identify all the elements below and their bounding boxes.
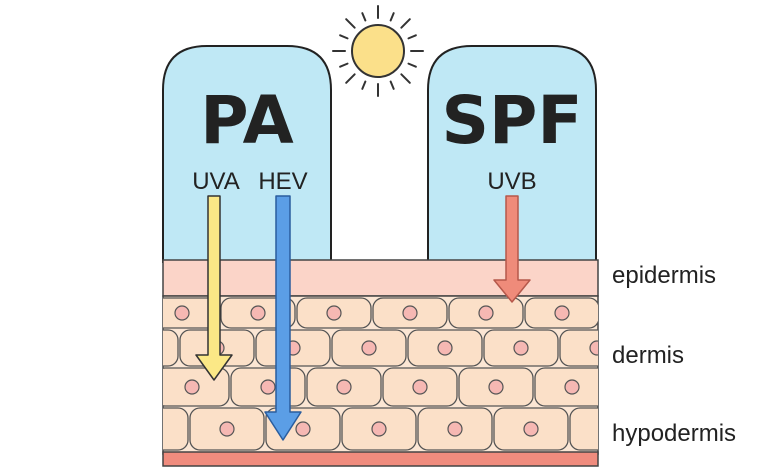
cell-nucleus bbox=[295, 421, 311, 437]
cell-nucleus bbox=[513, 340, 529, 356]
sun-ray bbox=[400, 73, 411, 84]
uvb-label: UVB bbox=[487, 168, 536, 195]
sun-ray bbox=[345, 73, 356, 84]
cell-nucleus bbox=[144, 422, 158, 436]
cell-nucleus bbox=[523, 421, 539, 437]
skin-cell bbox=[69, 298, 143, 328]
cell-nucleus bbox=[336, 379, 352, 395]
skin-cell bbox=[79, 368, 153, 406]
cell-nucleus bbox=[99, 306, 113, 320]
epidermis-layer bbox=[162, 259, 599, 297]
hypodermis-label: hypodermis bbox=[612, 420, 736, 447]
epidermis-label: epidermis bbox=[612, 262, 716, 289]
pa-title: PA bbox=[200, 82, 293, 159]
cell-nucleus bbox=[371, 421, 387, 437]
sun-ray bbox=[339, 34, 349, 40]
cell-nucleus bbox=[631, 306, 645, 320]
spf-panel bbox=[427, 45, 597, 263]
sun-ray bbox=[345, 18, 356, 29]
skin-layers bbox=[69, 259, 685, 467]
skin-cell bbox=[559, 329, 598, 367]
cell-nucleus bbox=[134, 341, 148, 355]
skin-cell bbox=[569, 407, 598, 451]
uva-arrow bbox=[195, 195, 233, 381]
uvb-arrow bbox=[493, 195, 531, 303]
cell-nucleus bbox=[260, 379, 276, 395]
dermis-label: dermis bbox=[612, 342, 684, 369]
cell-nucleus bbox=[554, 305, 570, 321]
cell-nucleus bbox=[564, 379, 580, 395]
sun-ray bbox=[389, 12, 395, 22]
cell-nucleus bbox=[174, 305, 190, 321]
cell-nucleus bbox=[589, 340, 598, 356]
sun-icon bbox=[332, 5, 424, 97]
cell-nucleus bbox=[412, 379, 428, 395]
sun-ray bbox=[361, 12, 367, 22]
cell-nucleus bbox=[109, 380, 123, 394]
cell-nucleus bbox=[250, 305, 266, 321]
hev-label: HEV bbox=[258, 168, 307, 195]
skin-cell bbox=[163, 329, 179, 367]
sun-ray bbox=[389, 80, 395, 90]
cell-nucleus bbox=[488, 379, 504, 395]
cell-nucleus bbox=[219, 421, 235, 437]
cell-nucleus bbox=[478, 305, 494, 321]
cell-nucleus bbox=[326, 305, 342, 321]
skin-cell bbox=[611, 368, 685, 406]
uva-label: UVA bbox=[192, 168, 240, 195]
base-strip bbox=[162, 451, 599, 467]
cell-nucleus bbox=[184, 379, 200, 395]
sun-ray bbox=[407, 34, 417, 40]
cell-nucleus bbox=[641, 380, 655, 394]
spf-title: SPF bbox=[442, 82, 583, 159]
hev-arrow bbox=[264, 195, 302, 441]
sun-ray bbox=[361, 80, 367, 90]
skin-cell bbox=[601, 298, 675, 328]
sun-ray bbox=[400, 18, 411, 29]
cell-nucleus bbox=[437, 340, 453, 356]
sun-ray bbox=[407, 62, 417, 68]
cell-nucleus bbox=[361, 340, 377, 356]
cell-nucleus bbox=[447, 421, 463, 437]
sun-ray bbox=[339, 62, 349, 68]
cell-nucleus bbox=[402, 305, 418, 321]
skin-cell bbox=[163, 407, 189, 451]
